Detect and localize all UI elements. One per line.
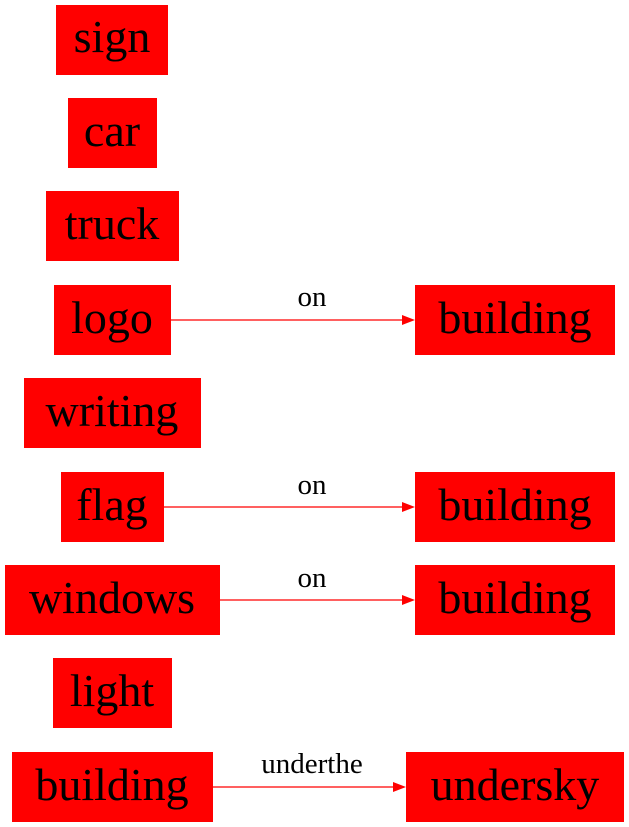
node-label: flag bbox=[76, 479, 148, 530]
node-label: building bbox=[438, 572, 591, 623]
node-sign: sign bbox=[56, 5, 168, 75]
edge-label: on bbox=[298, 562, 328, 594]
arrowhead bbox=[402, 502, 415, 512]
node-building-1: building bbox=[415, 285, 615, 355]
node-label: sign bbox=[74, 11, 151, 62]
node-writing: writing bbox=[24, 378, 201, 448]
node-label: light bbox=[70, 665, 155, 716]
node-label: logo bbox=[71, 292, 153, 343]
node-label: writing bbox=[46, 385, 179, 436]
node-label: building bbox=[438, 292, 591, 343]
arrowhead bbox=[402, 315, 415, 325]
node-building-3: building bbox=[415, 565, 615, 635]
edge-flag-building: on bbox=[164, 469, 415, 512]
node-building-2: building bbox=[415, 472, 615, 542]
arrowhead bbox=[393, 782, 406, 792]
node-label: undersky bbox=[431, 759, 600, 810]
edge-windows-building: on bbox=[220, 562, 415, 605]
node-label: building bbox=[35, 759, 188, 810]
node-label: car bbox=[84, 105, 140, 156]
edge-building-undersky: underthe bbox=[213, 748, 406, 792]
node-label: windows bbox=[29, 572, 195, 623]
edge-logo-building: on bbox=[171, 281, 415, 325]
node-undersky: undersky bbox=[406, 752, 624, 822]
node-label: truck bbox=[65, 198, 160, 249]
node-label: building bbox=[438, 479, 591, 530]
edge-label: underthe bbox=[261, 748, 362, 780]
node-logo: logo bbox=[54, 285, 171, 355]
node-building-subject: building bbox=[12, 752, 213, 822]
node-car: car bbox=[68, 98, 157, 168]
edge-label: on bbox=[298, 469, 328, 501]
node-light: light bbox=[53, 658, 172, 728]
node-windows: windows bbox=[5, 565, 220, 635]
arrowhead bbox=[402, 595, 415, 605]
edge-label: on bbox=[298, 281, 328, 313]
node-flag: flag bbox=[61, 472, 164, 542]
node-truck: truck bbox=[46, 191, 179, 261]
